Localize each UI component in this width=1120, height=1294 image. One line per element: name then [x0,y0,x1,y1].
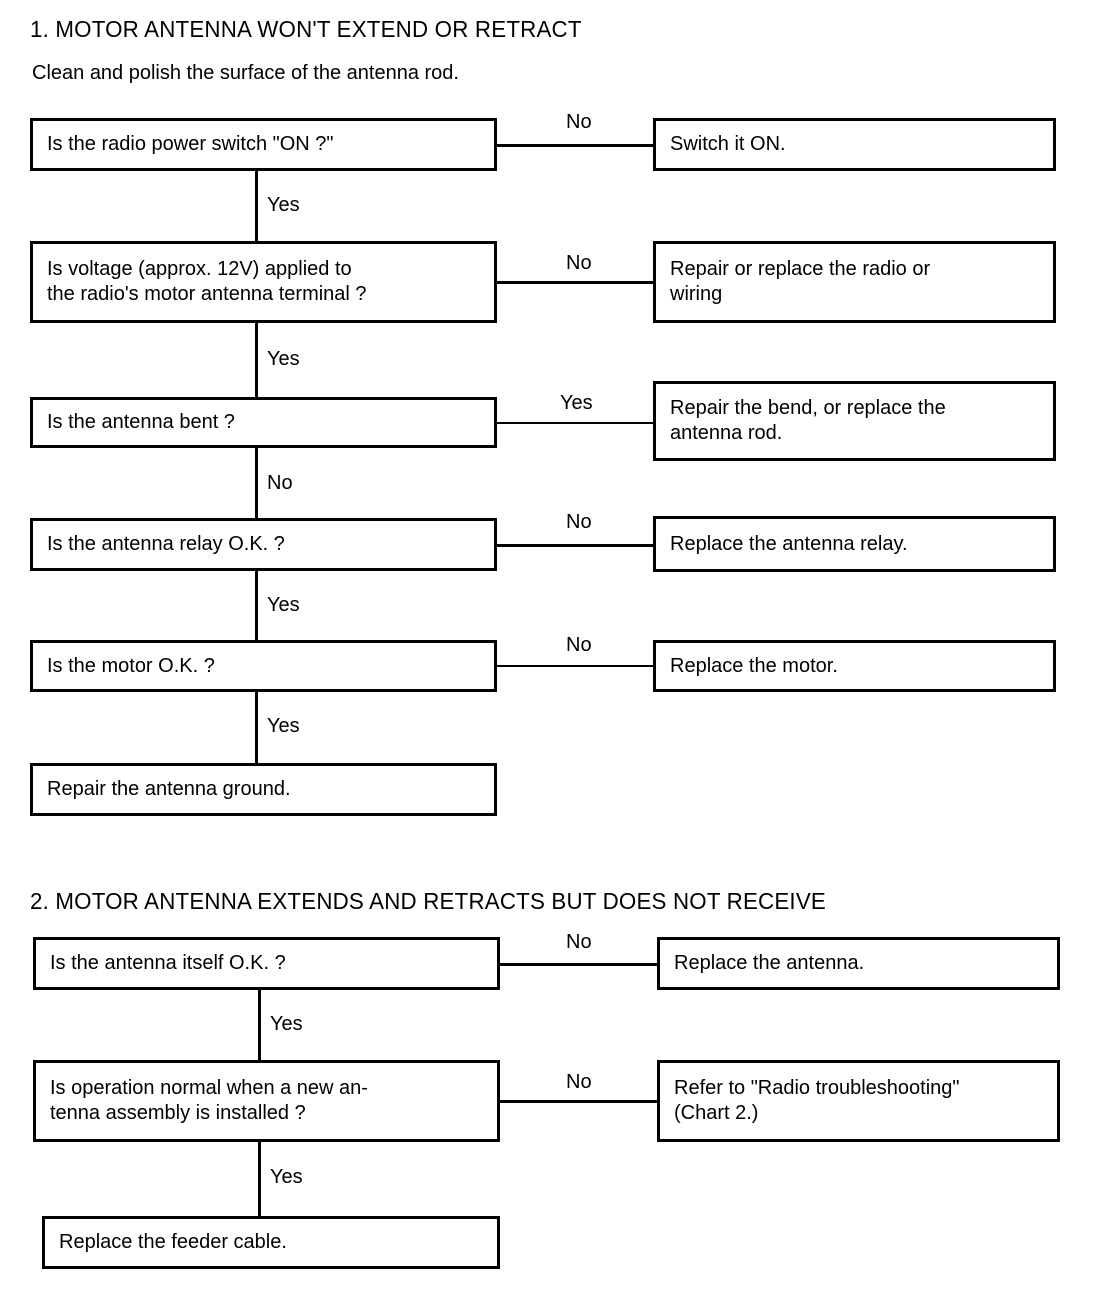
action-box-replace-motor[interactable]: Replace the motor. [653,640,1056,692]
edge-label-yes-1: Yes [267,194,300,216]
connector-line-down-7 [258,1142,261,1216]
decision-text: Is the antenna bent ? [47,411,235,433]
connector-line-3 [497,422,655,424]
edge-label-no-2: No [566,252,592,274]
decision-box-radio-power-switch[interactable]: Is the radio power switch "ON ?" [30,118,497,171]
decision-box-antenna-relay[interactable]: Is the antenna relay O.K. ? [30,518,497,571]
edge-label-yes-7: Yes [270,1166,303,1188]
connector-line-down-2 [255,323,258,398]
connector-line-2 [497,281,655,284]
decision-box-antenna-bent[interactable]: Is the antenna bent ? [30,397,497,448]
action-box-repair-radio-wiring[interactable]: Repair or replace the radio or wiring [653,241,1056,323]
edge-label-no-4: No [566,511,592,533]
connector-line-1 [497,144,655,147]
edge-label-yes-4: Yes [267,594,300,616]
decision-box-new-antenna-assembly[interactable]: Is operation normal when a new an- tenna… [33,1060,500,1142]
connector-line-7 [500,1100,657,1103]
action-box-replace-antenna[interactable]: Replace the antenna. [657,937,1060,990]
action-text: Repair or replace the radio or wiring [670,258,931,305]
chart-2-heading: 2. MOTOR ANTENNA EXTENDS AND RETRACTS BU… [30,888,826,914]
action-text: Replace the motor. [670,654,838,677]
edge-label-yes-3: Yes [560,392,593,414]
connector-line-down-6 [258,990,261,1060]
connector-line-down-4 [255,571,258,640]
action-box-refer-radio-troubleshooting[interactable]: Refer to "Radio troubleshooting" (Chart … [657,1060,1060,1142]
action-box-switch-it-on[interactable]: Switch it ON. [653,118,1056,171]
action-text: Repair the bend, or replace the antenna … [670,397,946,444]
decision-text: Is operation normal when a new an- tenna… [50,1077,368,1124]
action-box-repair-bend[interactable]: Repair the bend, or replace the antenna … [653,381,1056,461]
decision-box-motor-ok[interactable]: Is the motor O.K. ? [30,640,497,692]
connector-line-down-1 [255,171,258,241]
terminal-box-repair-antenna-ground[interactable]: Repair the antenna ground. [30,763,497,816]
connector-line-5 [497,665,655,667]
edge-label-no-1: No [566,111,592,133]
action-text: Switch it ON. [670,133,786,155]
terminal-box-replace-feeder-cable[interactable]: Replace the feeder cable. [42,1216,500,1269]
edge-label-no-3: No [267,472,293,494]
decision-box-antenna-itself-ok[interactable]: Is the antenna itself O.K. ? [33,937,500,990]
edge-label-no-5: No [566,634,592,656]
edge-label-no-7: No [566,1071,592,1093]
terminal-text: Replace the feeder cable. [59,1231,287,1253]
edge-label-yes-6: Yes [270,1013,303,1035]
decision-box-voltage-applied[interactable]: Is voltage (approx. 12V) applied to the … [30,241,497,323]
decision-text: Is the antenna itself O.K. ? [50,952,286,974]
chart-1-heading: 1. MOTOR ANTENNA WON'T EXTEND OR RETRACT [30,16,582,42]
terminal-text: Repair the antenna ground. [47,778,291,800]
edge-label-yes-5: Yes [267,715,300,737]
connector-line-down-5 [255,692,258,763]
action-text: Refer to "Radio troubleshooting" (Chart … [674,1077,960,1124]
connector-line-4 [497,544,655,547]
action-text: Replace the antenna relay. [670,532,908,555]
connector-line-down-3 [255,448,258,519]
edge-label-no-6: No [566,931,592,953]
decision-text: Is the radio power switch "ON ?" [47,133,334,155]
decision-text: Is the antenna relay O.K. ? [47,533,285,555]
edge-label-yes-2: Yes [267,348,300,370]
action-text: Replace the antenna. [674,952,865,974]
chart-1-note: Clean and polish the surface of the ante… [32,62,459,84]
decision-text: Is voltage (approx. 12V) applied to the … [47,258,367,305]
connector-line-6 [500,963,657,966]
decision-text: Is the motor O.K. ? [47,654,215,677]
action-box-replace-antenna-relay[interactable]: Replace the antenna relay. [653,516,1056,572]
